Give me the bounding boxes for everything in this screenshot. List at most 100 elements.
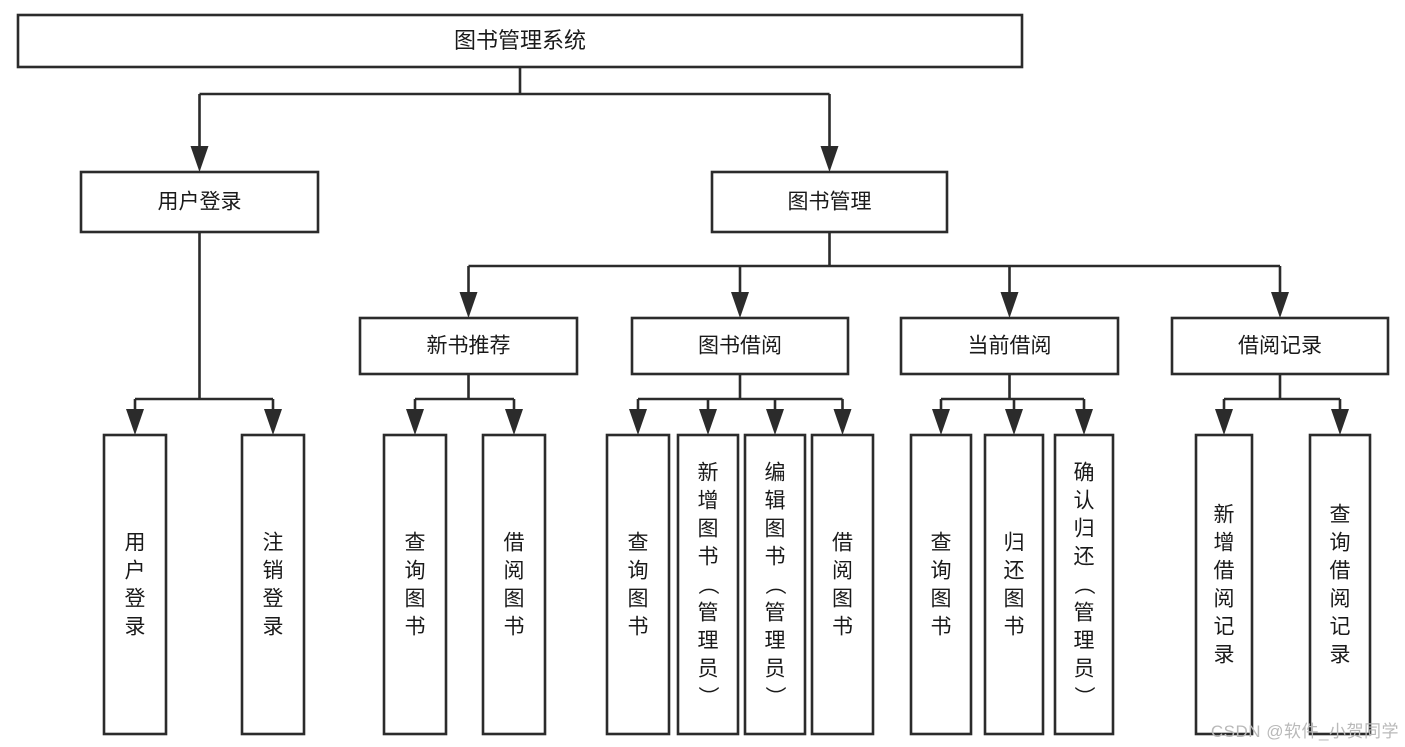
node-leaf-1-rect — [240, 433, 306, 736]
node-level3-1-rect — [630, 316, 850, 376]
node-leaf-3-char: 借 — [504, 532, 525, 555]
node-level2-0-rect — [79, 170, 320, 234]
node-leaf-8-char: 图 — [931, 588, 952, 611]
arrow-head-icon — [1005, 409, 1023, 435]
node-leaf-11-char: 录 — [1214, 644, 1235, 667]
node-level3-2-rect — [899, 316, 1120, 376]
node-root-book-management-system[interactable]: 图书管理系统 — [16, 13, 1024, 69]
node-level2-1[interactable]: 图书管理 — [710, 170, 949, 234]
node-leaf-6-char: ） — [763, 686, 786, 707]
arrow-head-icon — [459, 292, 478, 318]
connector-layer — [126, 67, 1349, 435]
node-leaf-5-char: （ — [696, 574, 719, 595]
node-leaf-4-char: 图 — [628, 588, 649, 611]
node-leaf-0-char: 登 — [125, 588, 146, 611]
node-level3-0-rect — [358, 316, 579, 376]
node-level3-0[interactable]: 新书推荐 — [358, 316, 579, 376]
node-leaf-9-rect — [983, 433, 1045, 736]
node-leaf-6-char: 书 — [765, 546, 786, 569]
node-leaf-10-char: 理 — [1074, 630, 1095, 653]
node-level3-2-label: 当前借阅 — [968, 335, 1052, 358]
node-leaf-8-char: 查 — [931, 532, 952, 555]
node-level3-1-label: 图书借阅 — [698, 335, 782, 358]
node-leaf-1-char: 销 — [263, 560, 284, 583]
node-leaf-7-char: 图 — [832, 588, 853, 611]
node-leaf-1-char: 录 — [263, 616, 284, 639]
node-level3-2[interactable]: 当前借阅 — [899, 316, 1120, 376]
node-leaf-6-char: （ — [763, 574, 786, 595]
node-leaf-8-rect — [909, 433, 973, 736]
arrow-head-icon — [190, 146, 209, 172]
node-leaf-0-char: 录 — [125, 616, 146, 639]
node-leaf-9-char: 归 — [1004, 532, 1025, 555]
node-leaf-3-char: 阅 — [504, 560, 525, 583]
node-leaf-6-char: 编 — [765, 462, 786, 485]
node-leaf-0[interactable]: 用户登录 — [102, 433, 168, 736]
node-level2-0[interactable]: 用户登录 — [79, 170, 320, 234]
node-level3-3-label: 借阅记录 — [1238, 335, 1322, 358]
arrow-head-icon — [1331, 409, 1349, 435]
node-leaf-7-rect — [810, 433, 875, 736]
arrow-head-icon — [1075, 409, 1093, 435]
node-leaf-10-char: 确 — [1074, 462, 1095, 485]
node-leaf-2-char: 图 — [405, 588, 426, 611]
node-leaf-6-rect — [743, 433, 807, 736]
node-level3-1[interactable]: 图书借阅 — [630, 316, 850, 376]
node-leaf-5-char: 管 — [698, 602, 719, 625]
node-root-book-management-system-label: 图书管理系统 — [454, 28, 586, 53]
node-leaf-3-char: 书 — [504, 616, 525, 639]
node-root-book-management-system-rect — [16, 13, 1024, 69]
node-leaf-11-rect — [1194, 433, 1254, 736]
node-leaf-5-char: 图 — [698, 518, 719, 541]
node-leaf-4-char: 询 — [628, 560, 649, 583]
node-leaf-6-char: 辑 — [765, 490, 786, 513]
node-level3-3-rect — [1170, 316, 1390, 376]
arrow-head-icon — [766, 409, 784, 435]
node-leaf-0-char: 用 — [125, 532, 146, 555]
arrow-head-icon — [126, 409, 144, 435]
node-leaf-5-char: ） — [696, 686, 719, 707]
node-leaf-10-char: 归 — [1074, 518, 1095, 541]
node-leaf-6-char: 图 — [765, 518, 786, 541]
node-leaf-5-char: 增 — [698, 490, 719, 513]
node-leaf-7-char: 借 — [832, 532, 853, 555]
node-leaf-5-char: 新 — [698, 462, 719, 485]
node-leaf-4-char: 书 — [628, 616, 649, 639]
node-leaf-3-char: 图 — [504, 588, 525, 611]
node-leaf-6-char: 管 — [765, 602, 786, 625]
node-leaf-11-char: 借 — [1214, 560, 1235, 583]
node-leaf-1-char: 登 — [263, 588, 284, 611]
node-leaf-5-rect — [676, 433, 740, 736]
node-leaf-12-char: 记 — [1330, 616, 1351, 639]
node-leaf-10-char: ） — [1072, 686, 1095, 707]
arrow-head-icon — [505, 409, 523, 435]
node-leaf-12-char: 询 — [1330, 532, 1351, 555]
node-leaf-2-char: 询 — [405, 560, 426, 583]
node-leaf-8-char: 书 — [931, 616, 952, 639]
node-leaf-12-char: 阅 — [1330, 588, 1351, 611]
node-level3-3[interactable]: 借阅记录 — [1170, 316, 1390, 376]
arrow-head-icon — [699, 409, 717, 435]
node-leaf-0-char: 户 — [125, 560, 146, 583]
node-leaf-11-char: 阅 — [1214, 588, 1235, 611]
arrow-head-icon — [629, 409, 647, 435]
node-leaf-11-char: 记 — [1214, 616, 1235, 639]
node-leaf-10-char: 员 — [1074, 658, 1095, 681]
node-leaf-10-char: 管 — [1074, 602, 1095, 625]
node-leaf-7-char: 书 — [832, 616, 853, 639]
node-leaf-5-char: 理 — [698, 630, 719, 653]
